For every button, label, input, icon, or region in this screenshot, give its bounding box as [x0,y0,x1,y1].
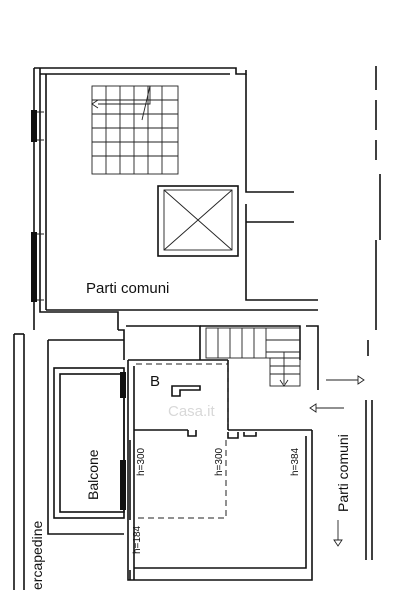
balcone-label: Balcone [85,449,101,500]
access-arrows [309,375,365,547]
apartment-walls [13,325,319,590]
elevator-shaft [157,185,239,257]
main-staircase [91,85,179,175]
parti-comuni-main-label: Parti comuni [86,280,169,297]
room-b-label: B [150,373,160,390]
balcony-windows [120,372,126,510]
balcony [47,339,125,535]
height-label-left: h=300 [136,447,147,476]
interior-partitions [129,385,257,520]
left-windows [31,110,44,302]
height-label-right: h=384 [290,447,301,476]
intercapedine-label: ercapedine [29,521,45,590]
room-b-dashed [136,363,229,519]
outer-walls [33,67,318,330]
height-label-mid: h=300 [214,447,225,476]
height-label-bottom: h=184 [132,525,143,554]
parti-comuni-side-label: Parti comuni [335,434,351,512]
apartment-staircase [205,327,301,387]
right-side-lines [365,66,381,560]
watermark-logo: Casa.it [168,403,216,420]
